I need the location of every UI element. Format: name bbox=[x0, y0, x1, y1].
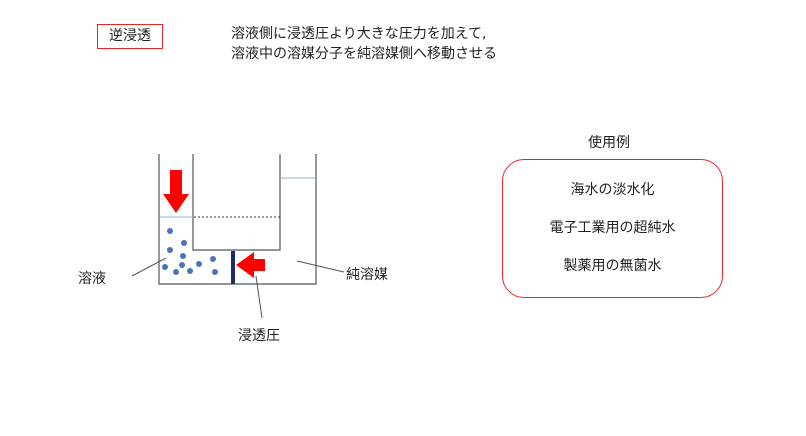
pressure-arrow-left-icon bbox=[236, 252, 265, 278]
description-line-2: 溶液中の溶媒分子を純溶媒側へ移動させる bbox=[231, 46, 497, 62]
particle bbox=[162, 264, 168, 270]
pure-solvent-label: 純溶媒 bbox=[346, 267, 388, 283]
particle bbox=[210, 256, 216, 262]
osmotic-pressure-leader-line bbox=[255, 275, 263, 319]
title-text: 逆浸透 bbox=[109, 28, 151, 44]
particle bbox=[196, 261, 202, 267]
particle bbox=[179, 262, 185, 268]
particle bbox=[173, 269, 179, 275]
solution-label: 溶液 bbox=[78, 271, 106, 287]
particle bbox=[167, 247, 173, 253]
osmotic-pressure-label: 浸透圧 bbox=[238, 328, 280, 344]
example-item: 海水の淡水化 bbox=[570, 182, 655, 198]
inner-wall bbox=[192, 154, 281, 251]
pressure-arrow-down-icon bbox=[163, 170, 189, 213]
solute-particles bbox=[162, 228, 218, 275]
semipermeable-membrane bbox=[231, 251, 235, 284]
title-box: 逆浸透 bbox=[97, 24, 163, 49]
example-item: 電子工業用の超純水 bbox=[549, 220, 676, 236]
particle bbox=[212, 269, 218, 275]
example-item: 製薬用の無菌水 bbox=[563, 258, 662, 274]
pure-solvent-leader-line bbox=[296, 260, 345, 273]
container-outline bbox=[158, 154, 317, 285]
particle bbox=[187, 268, 193, 274]
solution-leader-line bbox=[131, 257, 167, 277]
particle bbox=[180, 253, 186, 259]
particle bbox=[167, 228, 173, 234]
description-line-1: 溶液側に浸透圧より大きな圧力を加えて, bbox=[231, 26, 487, 42]
examples-heading: 使用例 bbox=[588, 135, 630, 151]
examples-box: 海水の淡水化 電子工業用の超純水 製薬用の無菌水 bbox=[502, 159, 723, 298]
particle bbox=[181, 240, 187, 246]
